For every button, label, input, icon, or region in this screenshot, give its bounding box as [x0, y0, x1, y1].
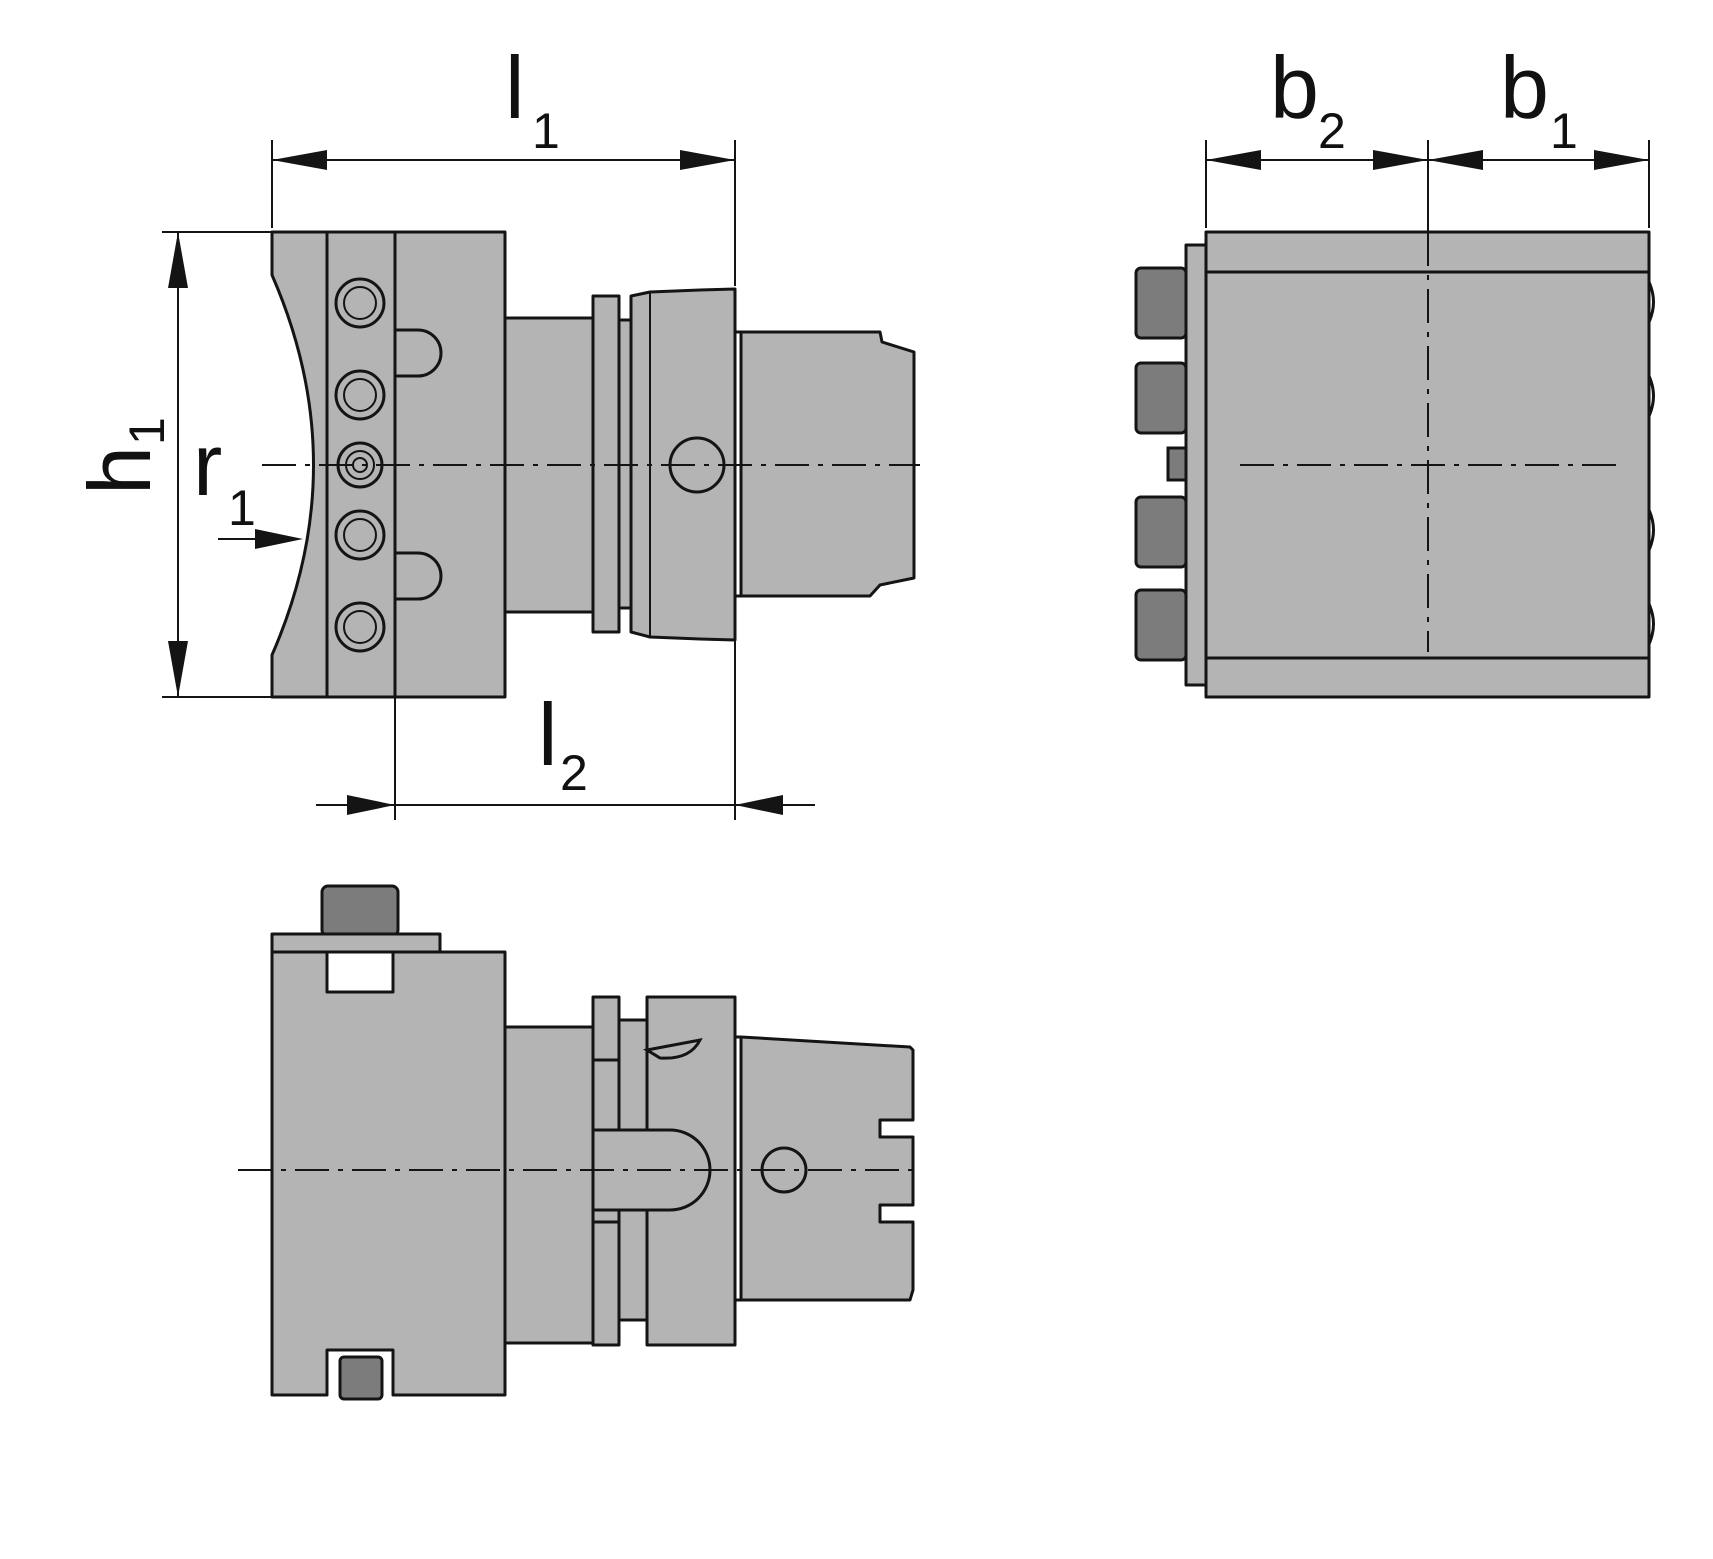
top-view-clamp-plate	[270, 932, 442, 954]
side-view	[1134, 230, 1655, 699]
top-view-bolt-top	[320, 884, 400, 938]
dimension-l1: l 1	[271, 38, 736, 286]
dimension-b2-b1: b 2 b 1	[1205, 38, 1650, 232]
top-view-block	[270, 950, 507, 1397]
dim-b2-main: b	[1270, 38, 1319, 137]
side-view-bolt-4	[1134, 588, 1188, 662]
dim-b1-sub: 1	[1550, 103, 1578, 159]
dim-l1-sub: 1	[532, 103, 560, 159]
dimension-h1: h 1	[70, 231, 272, 698]
dim-l1-main: l	[505, 38, 525, 137]
dim-h1-main: h	[70, 446, 169, 495]
front-view-lug-top	[395, 328, 443, 378]
top-view-hsk-taper	[739, 1035, 915, 1302]
dimension-r1: r 1	[193, 415, 303, 549]
front-view-bolts	[334, 277, 386, 653]
side-view-plate	[1184, 243, 1208, 687]
side-view-bolt-1	[1134, 266, 1188, 340]
dim-r1-sub: 1	[228, 480, 256, 536]
side-view-bolt-3	[1134, 495, 1188, 569]
dimension-l2: l 2	[316, 640, 815, 820]
front-view-hsk-taper	[739, 330, 916, 598]
side-view-bolt-2	[1134, 361, 1188, 435]
dim-l2-sub: 2	[560, 745, 588, 801]
front-view	[262, 230, 920, 699]
dim-l2-main: l	[538, 685, 558, 784]
dim-r1-main: r	[193, 415, 222, 514]
dim-h1-sub: 1	[119, 417, 175, 445]
dim-b2-sub: 2	[1318, 103, 1346, 159]
top-view	[238, 884, 920, 1401]
side-view-pin	[1166, 446, 1188, 482]
dim-b1-main: b	[1500, 38, 1549, 137]
front-view-lug-bottom	[395, 551, 443, 601]
top-view-shank	[503, 1025, 595, 1345]
top-view-bolt-bottom	[338, 1355, 384, 1401]
